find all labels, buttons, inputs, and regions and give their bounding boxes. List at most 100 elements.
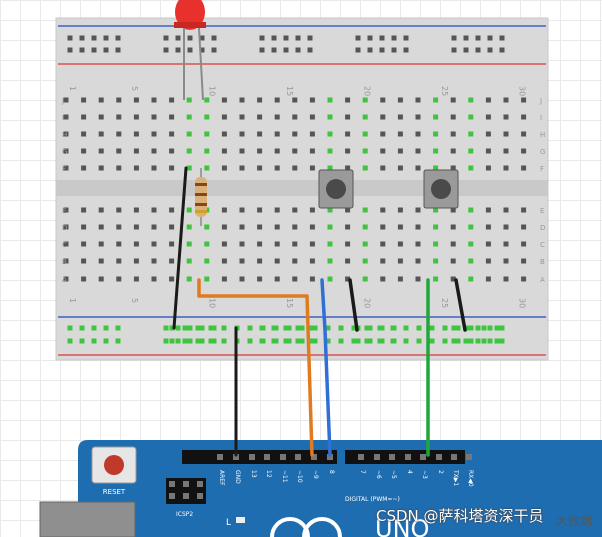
breadboard-hole: [204, 148, 210, 154]
breadboard-hole: [415, 97, 421, 103]
breadboard-hole: [521, 97, 527, 103]
pin-label: 13: [250, 470, 257, 478]
rail-hole: [115, 47, 121, 53]
breadboard-hole: [362, 165, 368, 171]
breadboard-hole: [521, 258, 527, 264]
breadboard-hole: [468, 276, 474, 282]
breadboard-hole: [468, 241, 474, 247]
breadboard-hole: [81, 241, 87, 247]
breadboard-hole: [380, 114, 386, 120]
breadboard-hole: [433, 276, 439, 282]
breadboard-hole: [169, 131, 175, 137]
breadboard-hole: [292, 97, 298, 103]
rail-hole-connected: [364, 325, 370, 331]
breadboard-hole: [63, 114, 69, 120]
rail-hole: [79, 325, 85, 331]
breadboard-hole: [450, 97, 456, 103]
rail-hole: [211, 47, 217, 53]
breadboard-hole: [221, 97, 227, 103]
breadboard-hole: [485, 97, 491, 103]
rail-hole: [115, 35, 121, 41]
rail-hole: [199, 325, 205, 331]
breadboard-hole: [257, 207, 263, 213]
rail-hole: [475, 338, 481, 344]
breadboard-hole: [468, 114, 474, 120]
rail-hole: [451, 325, 457, 331]
rail-hole: [295, 47, 301, 53]
breadboard-hole: [309, 241, 315, 247]
rail-hole-connected: [494, 325, 500, 331]
pin-label: AREF: [218, 470, 225, 486]
rail-hole: [187, 325, 193, 331]
breadboard-hole: [433, 114, 439, 120]
breadboard-hole: [204, 131, 210, 137]
rail-hole-connected: [169, 338, 175, 344]
breadboard-hole: [345, 97, 351, 103]
row-letter-left: G: [62, 148, 67, 156]
breadboard-hole: [98, 148, 104, 154]
rail-hole-connected: [182, 325, 188, 331]
breadboard-hole: [81, 258, 87, 264]
breadboard-hole: [221, 224, 227, 230]
breadboard-hole: [292, 241, 298, 247]
rail-hole: [355, 47, 361, 53]
breadboard-hole: [239, 165, 245, 171]
breadboard-hole: [415, 165, 421, 171]
breadboard-hole: [415, 241, 421, 247]
led-leg-anode: [198, 27, 204, 101]
breadboard-hole: [415, 114, 421, 120]
rail-hole: [163, 325, 169, 331]
rail-hole: [163, 35, 169, 41]
rail-hole-connected: [195, 338, 201, 344]
breadboard-hole: [169, 241, 175, 247]
row-letter-right: J: [539, 97, 542, 105]
column-number-bottom: 25: [440, 298, 449, 308]
breadboard-hole: [63, 224, 69, 230]
rail-hole: [163, 338, 169, 344]
pin-label: ~5: [390, 470, 397, 479]
breadboard-hole: [380, 224, 386, 230]
row-letter-left: F: [62, 165, 66, 173]
rail-hole: [379, 47, 385, 53]
column-number-bottom: 30: [518, 298, 527, 308]
breadboard-hole: [221, 241, 227, 247]
breadboard-hole: [81, 97, 87, 103]
rail-hole: [67, 338, 73, 344]
breadboard-hole: [309, 114, 315, 120]
rail-hole-connected: [429, 338, 435, 344]
row-letter-left: C: [62, 241, 67, 249]
breadboard-hole: [186, 241, 192, 247]
column-number-bottom: 20: [363, 298, 372, 308]
breadboard-hole: [98, 224, 104, 230]
rail-hole: [283, 325, 289, 331]
rail-hole: [175, 338, 181, 344]
row-letter-left: I: [62, 114, 64, 122]
pushbutton-2-cap: [431, 179, 451, 199]
breadboard-hole: [345, 276, 351, 282]
breadboard-hole: [503, 131, 509, 137]
breadboard-hole: [468, 258, 474, 264]
header-pin: [280, 454, 286, 460]
breadboard-hole: [151, 207, 157, 213]
rail-hole-connected: [208, 325, 214, 331]
column-number-bottom: 10: [208, 298, 217, 308]
breadboard-hole: [151, 114, 157, 120]
breadboard-hole: [362, 97, 368, 103]
breadboard-hole: [151, 224, 157, 230]
header-pin: [451, 454, 457, 460]
breadboard-hole: [309, 276, 315, 282]
breadboard-hole: [450, 148, 456, 154]
rail-hole: [211, 325, 217, 331]
resistor-band: [195, 203, 207, 206]
rail-hole: [283, 35, 289, 41]
rail-hole: [283, 338, 289, 344]
breadboard-hole: [274, 207, 280, 213]
breadboard-hole: [133, 165, 139, 171]
column-number-top: 30: [518, 86, 527, 96]
breadboard-hole: [521, 131, 527, 137]
header-pin: [295, 454, 301, 460]
breadboard-hole: [521, 165, 527, 171]
breadboard-hole: [450, 258, 456, 264]
breadboard-hole: [433, 148, 439, 154]
